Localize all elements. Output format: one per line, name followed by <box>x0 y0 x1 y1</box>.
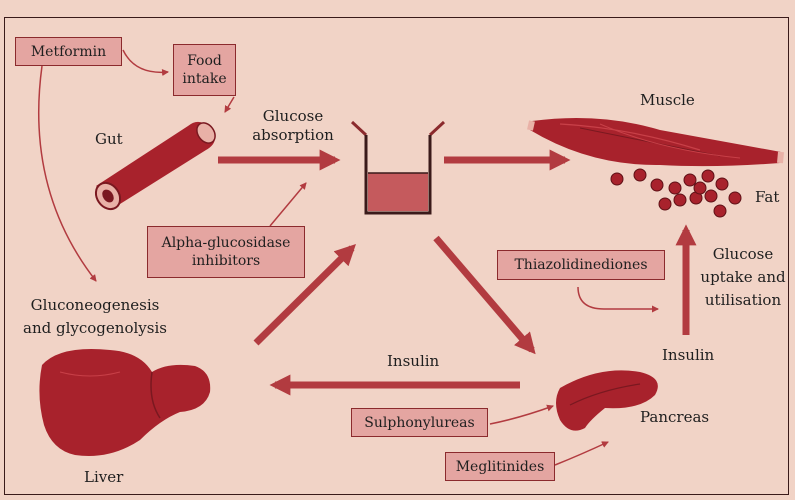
glucose-absorption-line2: absorption <box>238 126 348 145</box>
arrow-meglitinides-to-pancreas <box>555 442 608 465</box>
thiazolidinediones-label: Thiazolidinediones <box>514 256 647 274</box>
glucose-uptake-line2: uptake and <box>693 268 793 287</box>
meglitinides-label: Meglitinides <box>456 458 545 476</box>
arrow-metformin-to-food <box>123 50 168 72</box>
alpha-glucosidase-inhibitors-box: Alpha-glucosidase inhibitors <box>147 226 305 278</box>
gluconeogenesis-line2: and glycogenolysis <box>15 319 175 338</box>
gluconeogenesis-label: Gluconeogenesis and glycogenolysis <box>15 296 175 338</box>
glucose-absorption-line1: Glucose <box>238 107 348 126</box>
fat-label: Fat <box>755 188 779 207</box>
glucose-uptake-label: Glucose uptake and utilisation <box>693 245 793 310</box>
liver-icon <box>39 349 210 456</box>
arrow-sulphonylureas-to-pancreas <box>490 406 553 424</box>
arrow-food-to-gut <box>225 97 234 112</box>
glucose-pool-icon <box>352 122 444 213</box>
muscle-label: Muscle <box>640 91 695 110</box>
metformin-box: Metformin <box>15 37 122 66</box>
food-intake-box: Food intake <box>173 44 236 96</box>
meglitinides-box: Meglitinides <box>445 452 555 481</box>
insulin-top-label: Insulin <box>387 352 439 371</box>
sulphonylureas-box: Sulphonylureas <box>351 408 488 437</box>
pancreas-label: Pancreas <box>640 408 709 427</box>
arrow-metformin-to-liver <box>39 66 96 281</box>
food-intake-label-line1: Food <box>187 52 222 70</box>
insulin-right-label: Insulin <box>662 346 714 365</box>
thiazolidinediones-box: Thiazolidinediones <box>497 250 665 280</box>
muscle-icon <box>530 118 781 166</box>
arrow-thiazolidinediones-to-uptake <box>578 287 658 309</box>
glucose-absorption-label: Glucose absorption <box>238 107 348 145</box>
metformin-label: Metformin <box>31 43 106 61</box>
food-intake-label-line2: intake <box>182 70 226 88</box>
gluconeogenesis-line1: Gluconeogenesis <box>15 296 175 315</box>
liver-label: Liver <box>84 468 123 487</box>
arrow-alpha-to-absorption <box>270 183 306 226</box>
fat-cells-icon <box>611 169 741 217</box>
gut-label: Gut <box>95 130 123 149</box>
alpha-label-line2: inhibitors <box>192 252 260 270</box>
alpha-label-line1: Alpha-glucosidase <box>162 234 291 252</box>
glucose-uptake-line1: Glucose <box>693 245 793 264</box>
sulphonylureas-label: Sulphonylureas <box>364 414 474 432</box>
glucose-uptake-line3: utilisation <box>693 291 793 310</box>
